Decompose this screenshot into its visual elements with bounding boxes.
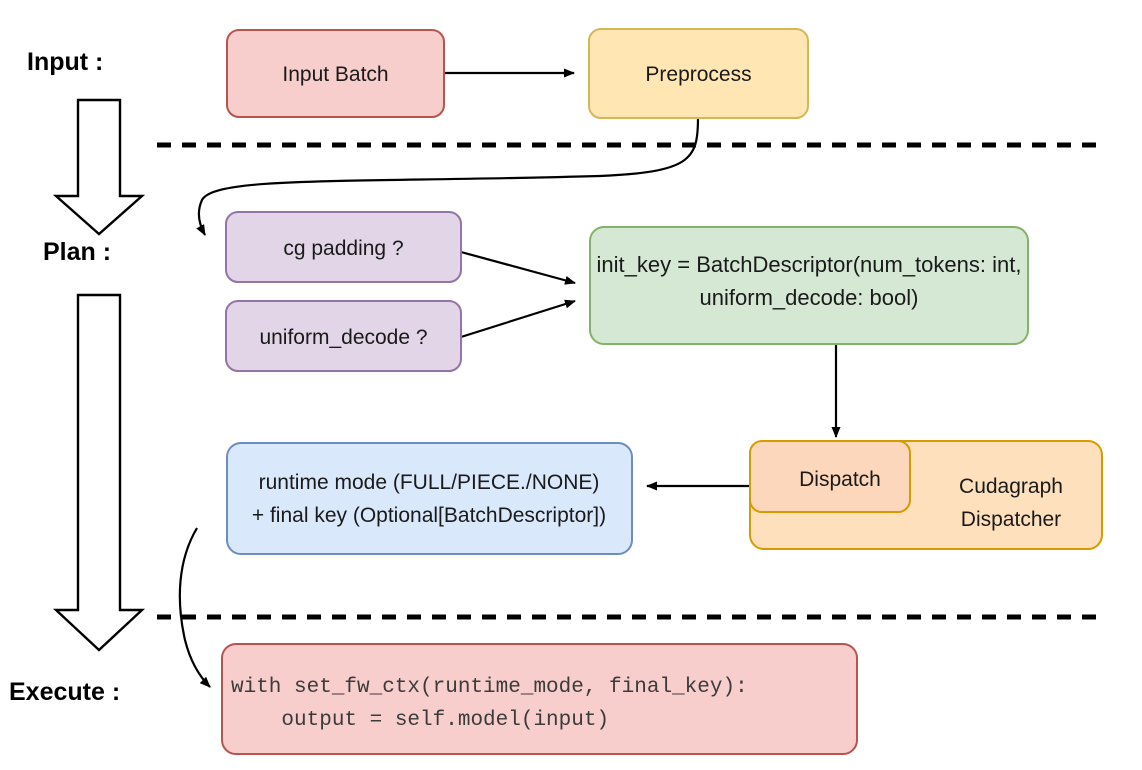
node-uniform-decode[interactable]: uniform_decode ?: [225, 300, 462, 372]
node-execute-code-line1: with set_fw_ctx(runtime_mode, final_key)…: [231, 676, 748, 699]
node-cg-padding[interactable]: cg padding ?: [225, 211, 462, 283]
stage-label-plan: Plan :: [43, 238, 111, 266]
node-init-key-shape: [589, 226, 1029, 345]
node-input-batch[interactable]: Input Batch: [226, 29, 445, 118]
node-init-key[interactable]: init_key = BatchDescriptor(num_tokens: i…: [589, 226, 1029, 345]
node-uniform-decode-shape: [225, 300, 462, 372]
node-init-key-label-line1: init_key = BatchDescriptor(num_tokens: i…: [597, 252, 1022, 277]
node-execute-code[interactable]: with set_fw_ctx(runtime_mode, final_key)…: [221, 643, 858, 755]
node-preprocess-label: Preprocess: [645, 63, 751, 86]
node-runtime-mode-label-line1: runtime mode (FULL/PIECE./NONE): [259, 471, 600, 494]
node-execute-code-shape: [221, 643, 858, 755]
node-runtime-mode[interactable]: runtime mode (FULL/PIECE./NONE) + final …: [226, 442, 633, 555]
node-runtime-mode-shape: [226, 442, 633, 555]
stage-label-execute: Execute :: [9, 678, 120, 706]
node-cg-padding-shape: [225, 211, 462, 283]
edge-cg-padding-to-init-key: [460, 250, 576, 285]
stage-arrow-input-to-plan-icon: [52, 98, 146, 236]
node-cudagraph-dispatcher-label-line1: Cudagraph: [959, 475, 1063, 498]
node-input-batch-shape: [226, 29, 445, 118]
edge-uniform-decode-to-init-key: [460, 299, 576, 339]
edge-runtime-mode-to-execute-code: [178, 527, 211, 688]
stage-label-input: Input :: [27, 48, 103, 76]
edge-preprocess-to-cg-padding: [196, 117, 700, 236]
node-uniform-decode-label: uniform_decode ?: [259, 326, 427, 349]
node-cudagraph-dispatcher-label-line2: Dispatcher: [961, 508, 1061, 531]
node-runtime-mode-label-line2: + final key (Optional[BatchDescriptor]): [252, 504, 606, 527]
node-init-key-label-line2: uniform_decode: bool): [700, 285, 919, 310]
node-preprocess[interactable]: Preprocess: [588, 28, 809, 119]
node-dispatch-shape: [749, 440, 911, 513]
node-execute-code-line2: output = self.model(input): [231, 709, 609, 732]
node-input-batch-label: Input Batch: [282, 63, 388, 86]
node-cg-padding-label: cg padding ?: [283, 237, 403, 260]
node-preprocess-shape: [588, 28, 809, 119]
node-dispatch[interactable]: Dispatch: [749, 440, 911, 513]
stage-arrow-plan-to-execute-icon: [52, 293, 146, 652]
node-dispatch-label: Dispatch: [799, 468, 881, 491]
